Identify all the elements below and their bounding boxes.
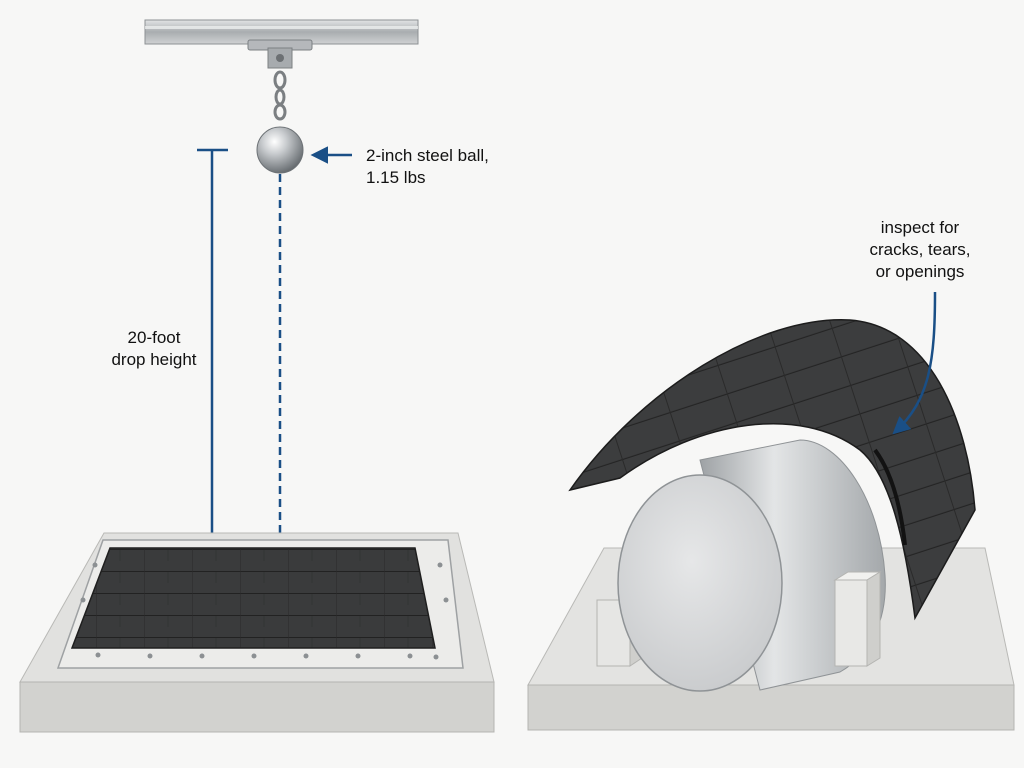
bent-shingle-specimen — [568, 319, 976, 621]
steel-ball — [256, 126, 304, 174]
ball-spec-line-2: 1.15 lbs — [366, 168, 426, 187]
ball-spec-line-1: 2-inch steel ball, — [366, 146, 489, 165]
drop-height-label: 20-foot drop height — [104, 327, 204, 371]
flat-shingle-panel — [70, 547, 436, 649]
inspect-label: inspect for cracks, tears, or openings — [855, 217, 985, 283]
drop-height-line-1: 20-foot — [127, 328, 181, 347]
ball-hanger — [247, 39, 313, 121]
inspect-line-3: or openings — [875, 262, 965, 281]
mandrel-support-right — [833, 571, 882, 667]
frame-bolts — [80, 562, 449, 660]
inspect-line-2: cracks, tears, — [869, 240, 971, 259]
inspect-pointer-arrow — [892, 291, 937, 435]
inspect-line-1: inspect for — [880, 218, 960, 237]
drop-height-line-2: drop height — [111, 350, 197, 369]
ball-spec-label: 2-inch steel ball, 1.15 lbs — [366, 145, 489, 189]
shingle-crack-line — [873, 448, 907, 546]
